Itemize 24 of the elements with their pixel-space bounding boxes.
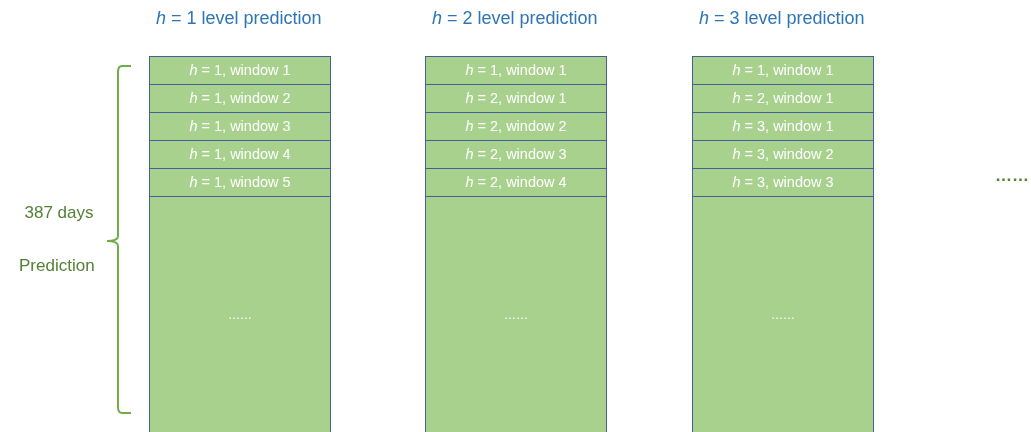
duration-label: 387 days bbox=[24, 203, 94, 223]
window-cell: h = 3, window 3 bbox=[692, 168, 874, 197]
column-heading: h = 3 level prediction bbox=[699, 8, 865, 29]
window-cell: h = 1, window 1 bbox=[425, 56, 607, 85]
window-cell: h = 1, window 1 bbox=[149, 56, 331, 85]
window-cell: h = 1, window 2 bbox=[149, 84, 331, 113]
ellipsis-cell: …… bbox=[425, 196, 607, 432]
window-cell: h = 2, window 3 bbox=[425, 140, 607, 169]
window-cell: h = 1, window 5 bbox=[149, 168, 331, 197]
window-cell: h = 1, window 3 bbox=[149, 112, 331, 141]
ellipsis-cell: …… bbox=[149, 196, 331, 432]
column-heading: h = 1 level prediction bbox=[156, 8, 322, 29]
window-cell: h = 3, window 2 bbox=[692, 140, 874, 169]
window-cell: h = 3, window 1 bbox=[692, 112, 874, 141]
window-cell: h = 2, window 2 bbox=[425, 112, 607, 141]
bracket-label: Prediction bbox=[19, 256, 95, 276]
column-heading: h = 2 level prediction bbox=[432, 8, 598, 29]
ellipsis: …… bbox=[995, 166, 1029, 186]
window-cell: h = 2, window 4 bbox=[425, 168, 607, 197]
ellipsis-cell: …… bbox=[692, 196, 874, 432]
window-cell: h = 2, window 1 bbox=[692, 84, 874, 113]
window-cell: h = 1, window 1 bbox=[692, 56, 874, 85]
window-cell: h = 1, window 4 bbox=[149, 140, 331, 169]
window-cell: h = 2, window 1 bbox=[425, 84, 607, 113]
